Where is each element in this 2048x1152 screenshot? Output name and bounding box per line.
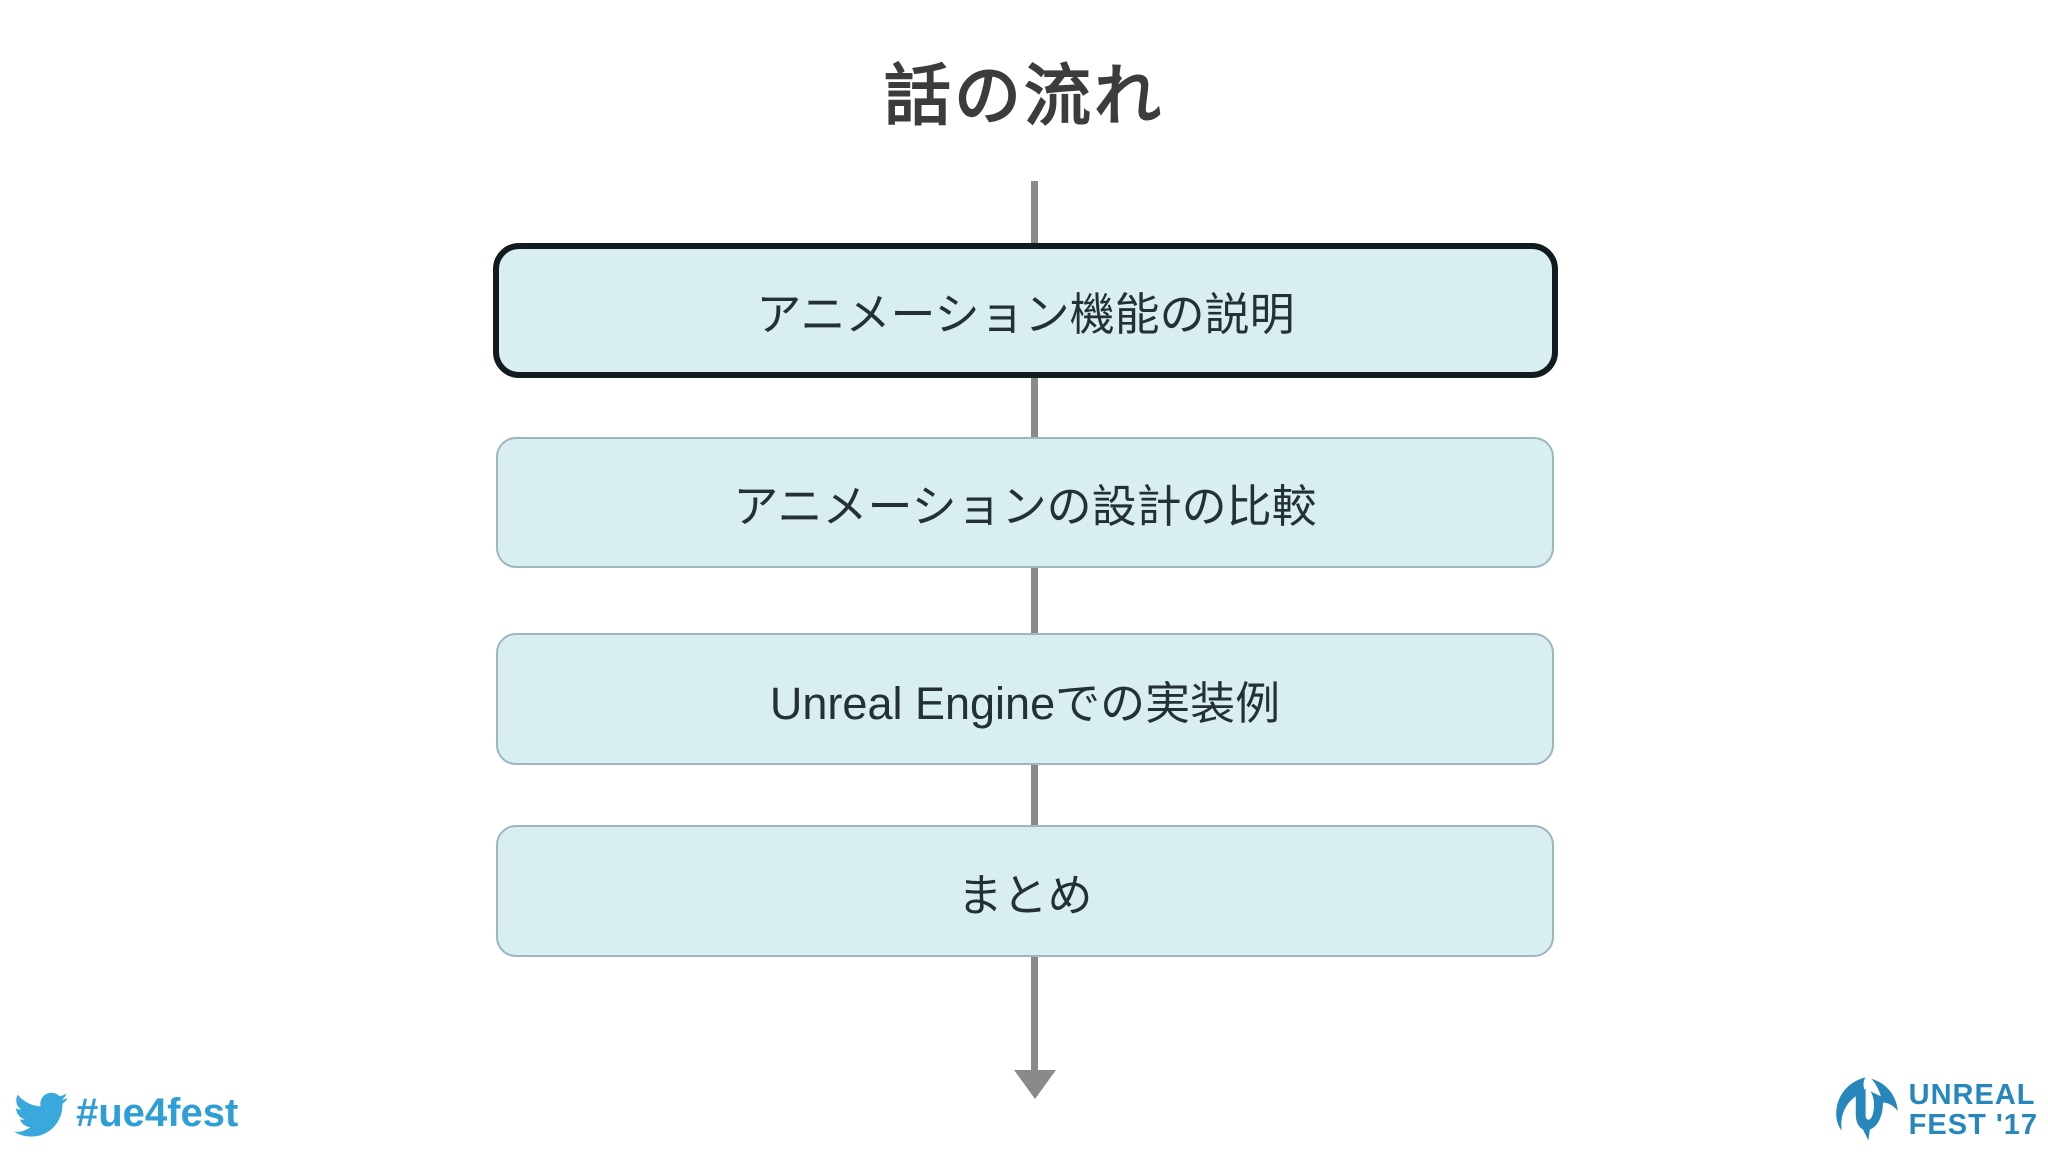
page-title: 話の流れ	[884, 59, 1164, 134]
event-logo-line2: FEST '17	[1908, 1109, 2038, 1141]
flow-step-2: アニメーションの設計の比較	[496, 437, 1554, 568]
flow-step-2-label: アニメーションの設計の比較	[733, 481, 1317, 532]
arrow-down-icon	[1014, 1070, 1056, 1099]
hashtag-text: #ue4fest	[76, 1090, 239, 1135]
flow-step-4: まとめ	[496, 825, 1554, 957]
flow-step-1-label: アニメーション機能の説明	[756, 289, 1295, 340]
twitter-bird-icon	[14, 1086, 68, 1140]
event-logo-line1: UNREAL	[1908, 1079, 2036, 1112]
event-logo-text: UNREAL FEST '17	[1909, 1081, 2038, 1140]
flow-step-3: Unreal Engineでの実装例	[496, 633, 1554, 765]
flow-step-3-label: Unreal Engineでの実装例	[769, 677, 1281, 729]
flow-step-1: アニメーション機能の説明	[493, 243, 1558, 378]
event-logo: UNREAL FEST '17	[1831, 1076, 2038, 1146]
flow-arrow-line	[1031, 181, 1038, 1073]
flow-step-4-label: まとめ	[957, 869, 1093, 921]
footer-hashtag-group: #ue4fest	[14, 1086, 238, 1140]
unreal-u-icon	[1831, 1076, 1903, 1146]
